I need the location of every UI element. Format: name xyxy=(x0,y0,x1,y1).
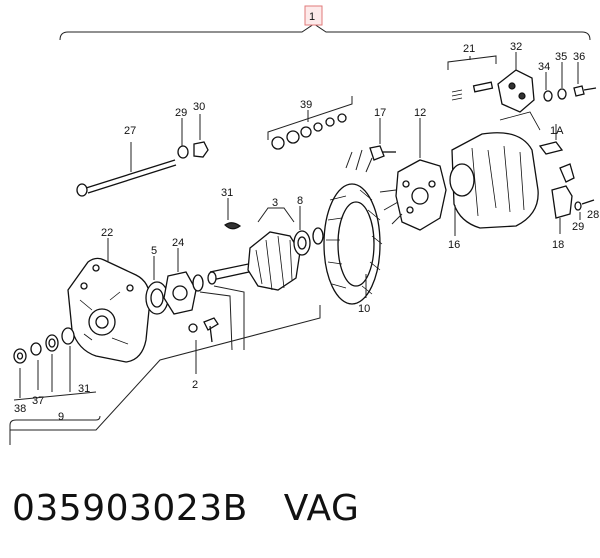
label-22: 22 xyxy=(101,227,113,239)
part-screw-2 xyxy=(188,317,219,374)
label-31-bottom: 31 xyxy=(78,383,90,395)
label-29-right: 29 xyxy=(572,221,584,233)
part-regulator-32 xyxy=(497,52,535,113)
label-1a: 1A xyxy=(550,125,564,137)
label-34: 34 xyxy=(538,61,550,73)
part-number-caption: 035903023B VAG xyxy=(12,488,359,529)
part-brushes-21 xyxy=(447,55,497,101)
label-35: 35 xyxy=(555,51,567,63)
part-number: 035903023B xyxy=(12,488,248,529)
label-3: 3 xyxy=(272,197,278,209)
label-16: 16 xyxy=(448,239,460,251)
part-rectifier-12 xyxy=(379,118,447,231)
part-housing-16 xyxy=(449,111,541,236)
label-5: 5 xyxy=(151,245,157,257)
part-key-31 xyxy=(224,198,242,230)
label-28: 28 xyxy=(587,209,599,221)
part-rotor-3 xyxy=(209,206,324,291)
brand-name: VAG xyxy=(283,488,360,529)
label-38: 38 xyxy=(14,403,26,415)
label-27: 27 xyxy=(124,125,136,137)
part-screw-28-29 xyxy=(574,199,595,220)
alternator-exploded-diagram: 1 xyxy=(9,5,599,445)
part-end-housing xyxy=(67,238,151,363)
label-36: 36 xyxy=(573,51,585,63)
group-1-bracket: 1 xyxy=(59,5,591,41)
part-bearing-5 xyxy=(145,256,169,315)
label-2: 2 xyxy=(192,379,198,391)
label-24: 24 xyxy=(172,237,184,249)
part-screw-34-35-36 xyxy=(543,62,597,102)
label-9: 9 xyxy=(58,411,64,423)
part-terminal-18 xyxy=(551,163,575,234)
label-17: 17 xyxy=(374,107,386,119)
label-37: 37 xyxy=(32,395,44,407)
label-10: 10 xyxy=(358,303,370,315)
part-plate-24 xyxy=(163,248,197,315)
part-stator-10 xyxy=(323,149,383,305)
label-18: 18 xyxy=(552,239,564,251)
part-bolt-27 xyxy=(76,142,177,197)
label-8: 8 xyxy=(297,195,303,207)
part-shaft-rings xyxy=(192,271,245,351)
part-washers-left xyxy=(13,327,75,398)
callout-1-box[interactable] xyxy=(304,5,323,26)
callout-1[interactable]: 1 xyxy=(309,11,315,23)
label-31-top: 31 xyxy=(221,187,233,199)
label-32: 32 xyxy=(510,41,522,53)
label-39: 39 xyxy=(300,99,312,111)
label-29-left: 29 xyxy=(175,107,187,119)
part-1a xyxy=(538,124,564,155)
label-12: 12 xyxy=(414,107,426,119)
part-kit-39 xyxy=(267,96,353,150)
part-washer-nut-29-30 xyxy=(177,114,209,159)
label-30: 30 xyxy=(193,101,205,113)
label-21: 21 xyxy=(463,43,475,55)
part-bolt-17 xyxy=(369,118,396,161)
